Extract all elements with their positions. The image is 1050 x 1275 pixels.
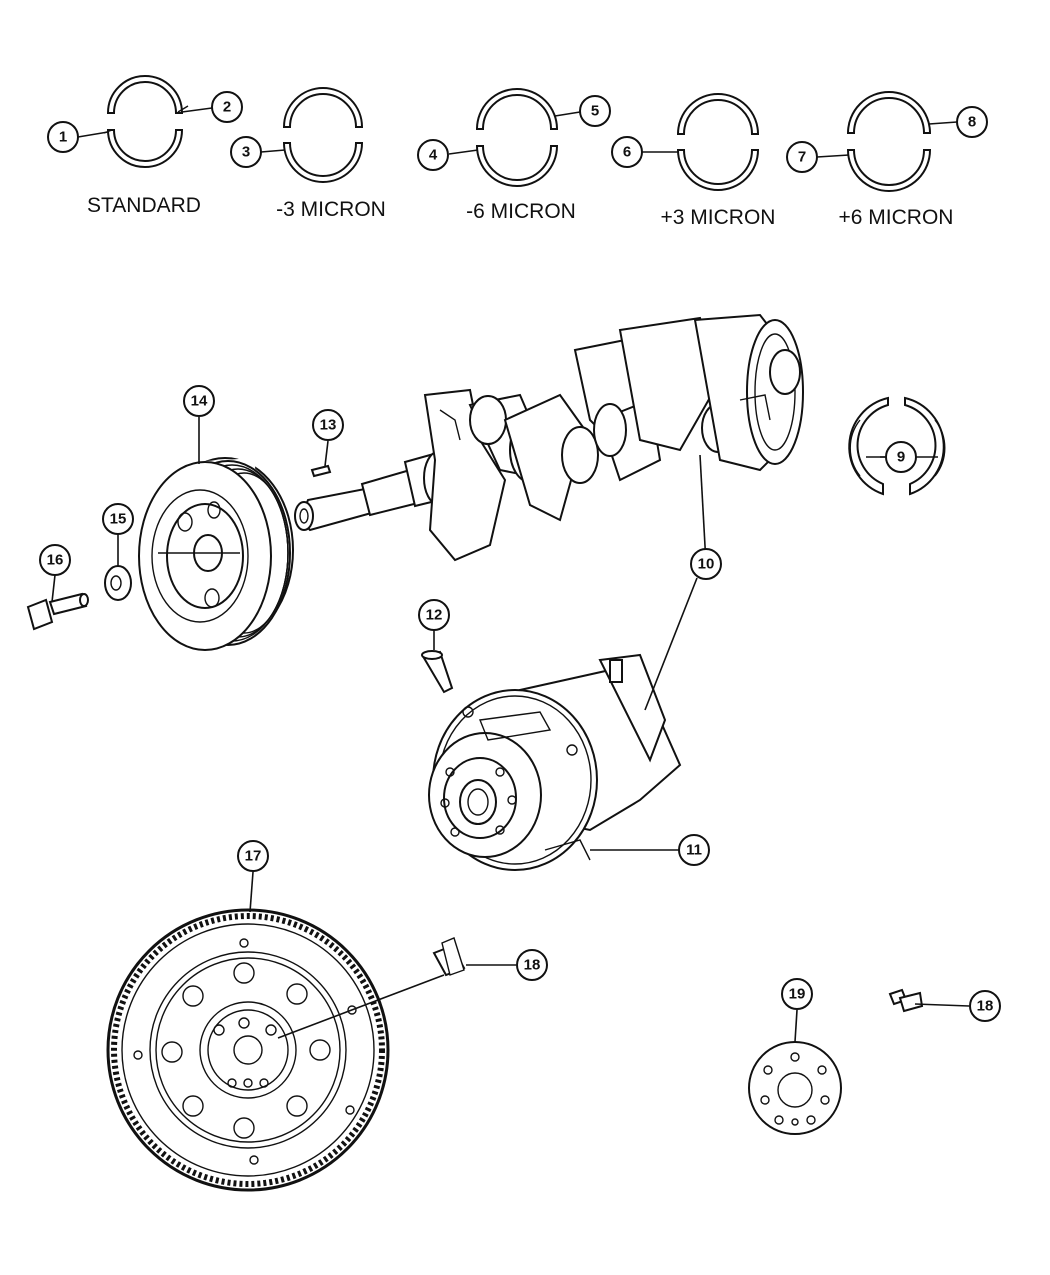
callout-11: 11	[678, 834, 710, 866]
callout-19: 19	[781, 978, 813, 1010]
flexplate-bolt	[432, 937, 466, 977]
label-plus6: +6 MICRON	[839, 206, 954, 229]
svg-text:7: 7	[798, 149, 806, 166]
svg-text:13: 13	[320, 417, 337, 434]
svg-text:14: 14	[191, 393, 208, 410]
svg-text:18: 18	[977, 998, 994, 1015]
callout-15: 15	[102, 503, 134, 535]
callout-16: 16	[39, 544, 71, 576]
callout-9: 9	[885, 441, 917, 473]
crank-sprocket-assembly	[428, 653, 682, 871]
svg-text:3: 3	[242, 144, 250, 161]
svg-text:4: 4	[429, 147, 438, 164]
label-standard: STANDARD	[87, 194, 201, 217]
svg-text:1: 1	[59, 129, 67, 146]
svg-text:10: 10	[698, 556, 715, 573]
callout-5: 5	[579, 95, 611, 127]
callout-10: 10	[690, 548, 722, 580]
damper-washer	[104, 565, 132, 601]
thrust-bearing	[848, 396, 946, 496]
callout-2: 2	[211, 91, 243, 123]
bearing-set-plus3	[676, 93, 760, 191]
callout-8: 8	[956, 106, 988, 138]
callout-7: 7	[786, 141, 818, 173]
callout-18-spacer: 18	[969, 990, 1001, 1022]
bearing-set-minus3	[282, 87, 364, 183]
small-bolt	[888, 988, 924, 1013]
svg-text:17: 17	[245, 848, 262, 865]
bearing-set-standard	[103, 75, 189, 168]
callout-17: 17	[237, 840, 269, 872]
svg-text:2: 2	[223, 99, 231, 116]
callout-3: 3	[230, 136, 262, 168]
vibration-damper	[138, 457, 294, 651]
crankshaft	[294, 313, 804, 562]
callout-18-flexplate: 18	[516, 949, 548, 981]
callout-12: 12	[418, 599, 450, 631]
callout-13: 13	[312, 409, 344, 441]
flexplate	[106, 908, 390, 1192]
svg-text:16: 16	[47, 552, 64, 569]
label-minus6: -6 MICRON	[466, 200, 576, 223]
svg-text:18: 18	[524, 957, 541, 974]
svg-text:19: 19	[789, 986, 806, 1003]
bearing-set-minus6	[475, 88, 559, 187]
callout-14: 14	[183, 385, 215, 417]
damper-bolt	[26, 592, 89, 631]
callout-6: 6	[611, 136, 643, 168]
label-plus3: +3 MICRON	[661, 206, 776, 229]
spacer-plate	[748, 1041, 842, 1135]
bearing-set-plus6	[846, 91, 932, 192]
svg-text:9: 9	[897, 449, 905, 466]
svg-text:15: 15	[110, 511, 127, 528]
callout-1: 1	[47, 121, 79, 153]
svg-text:12: 12	[426, 607, 443, 624]
dowel-pin	[421, 650, 454, 694]
svg-text:11: 11	[686, 842, 702, 859]
svg-text:8: 8	[968, 114, 976, 131]
svg-text:5: 5	[591, 103, 599, 120]
callout-4: 4	[417, 139, 449, 171]
svg-text:6: 6	[623, 144, 631, 161]
label-minus3: -3 MICRON	[276, 198, 386, 221]
